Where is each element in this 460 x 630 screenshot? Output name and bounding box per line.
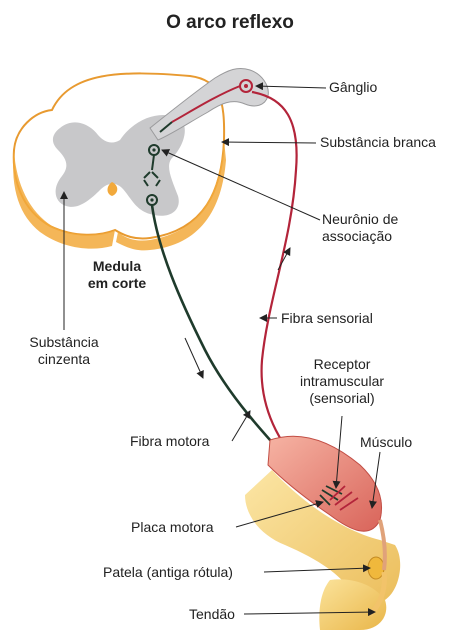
- label-medula-line2: em corte: [72, 275, 162, 292]
- label-neuronio-line1: Neurônio de: [322, 211, 398, 228]
- label-ganglio: Gânglio: [329, 79, 377, 96]
- label-fibra-sensorial: Fibra sensorial: [281, 310, 373, 327]
- label-patela: Patela (antiga rótula): [103, 564, 233, 581]
- motor-direction-arrow: [185, 338, 203, 378]
- leg-illustration: [245, 436, 400, 630]
- label-receptor-line2: intramuscular: [282, 373, 402, 390]
- patella: [368, 557, 384, 579]
- label-musculo: Músculo: [360, 434, 412, 451]
- label-neuronio-line2: associação: [322, 228, 392, 245]
- label-fibra-motora: Fibra motora: [130, 433, 209, 450]
- label-substancia-cinzenta-line1: Substância: [14, 334, 114, 351]
- label-tendao: Tendão: [189, 606, 235, 623]
- label-medula-line1: Medula: [72, 258, 162, 275]
- label-substancia-cinzenta-line2: cinzenta: [14, 351, 114, 368]
- diagram-title: O arco reflexo: [0, 12, 460, 34]
- label-receptor-line3: (sensorial): [282, 390, 402, 407]
- label-placa-motora: Placa motora: [131, 519, 213, 536]
- ganglion-nucleus: [244, 84, 248, 88]
- label-receptor-line1: Receptor: [282, 356, 402, 373]
- label-substancia-branca: Substância branca: [320, 134, 436, 151]
